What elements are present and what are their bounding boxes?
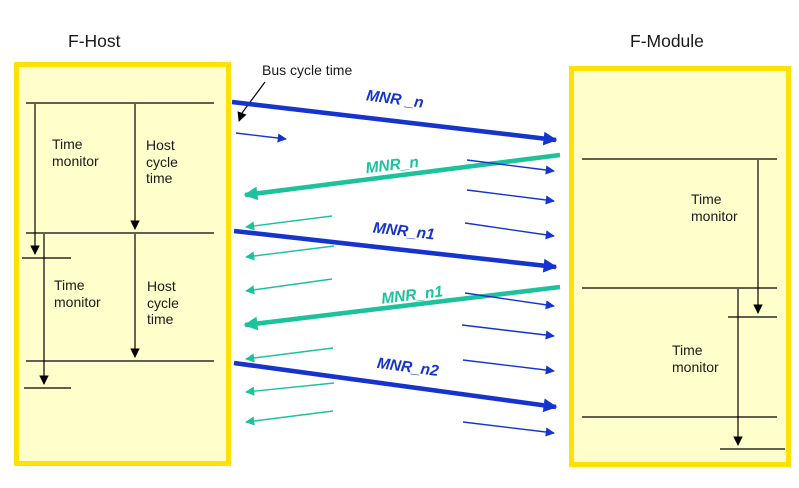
bus-frame-left-arrow	[245, 410, 334, 426]
host-time-monitor-label-2: Time monitor	[54, 277, 101, 310]
bus-frame-right-arrow	[462, 421, 555, 437]
bus-frame-right-arrow	[466, 159, 555, 175]
bus-cycle-time-label: Bus cycle time	[262, 62, 353, 78]
mnr-n1-request-label: MNR_n1	[372, 220, 436, 244]
bus-frame-left-arrow	[245, 215, 333, 231]
mnr-n1-request-arrow	[233, 228, 558, 273]
bus-frame-left-arrow	[245, 347, 334, 363]
bus-frame-right-arrow	[464, 292, 555, 310]
module-box	[569, 66, 791, 467]
mnr-n1-response-arrow	[243, 284, 561, 331]
bus-frame-right-arrow	[461, 324, 555, 340]
bus-frame-right-arrow	[462, 359, 555, 375]
host-cycle-time-label-1: Host cycle time	[146, 137, 178, 186]
module-time-monitor-label-1: Time monitor	[691, 191, 738, 224]
bus-cycle-span-arrow	[235, 132, 287, 143]
bus-frame-right-arrow	[466, 189, 555, 205]
host-title: F-Host	[68, 31, 121, 51]
bus-frame-right-arrow	[464, 222, 555, 240]
module-time-monitor-label-2: Time monitor	[672, 342, 719, 375]
mnr-n2-request-label: MNR_n2	[376, 355, 440, 380]
bus-cycle-leader-arrow	[237, 81, 266, 122]
bus-frame-left-arrow	[245, 382, 335, 396]
mnr-n-request-arrow	[231, 99, 558, 146]
mnr-n-response-arrow	[243, 152, 561, 201]
host-time-monitor-label-1: Time monitor	[52, 136, 99, 169]
host-cycle-time-label-2: Host cycle time	[147, 278, 179, 327]
module-title: F-Module	[630, 31, 704, 51]
mnr-n-request-label: MNR _n	[365, 87, 424, 111]
host-box	[14, 62, 231, 466]
mnr-n-response-label: MNR_n	[365, 154, 420, 177]
bus-frame-left-arrow	[245, 278, 333, 295]
bus-frame-left-arrow	[245, 245, 335, 261]
mnr-n2-request-arrow	[233, 360, 558, 413]
